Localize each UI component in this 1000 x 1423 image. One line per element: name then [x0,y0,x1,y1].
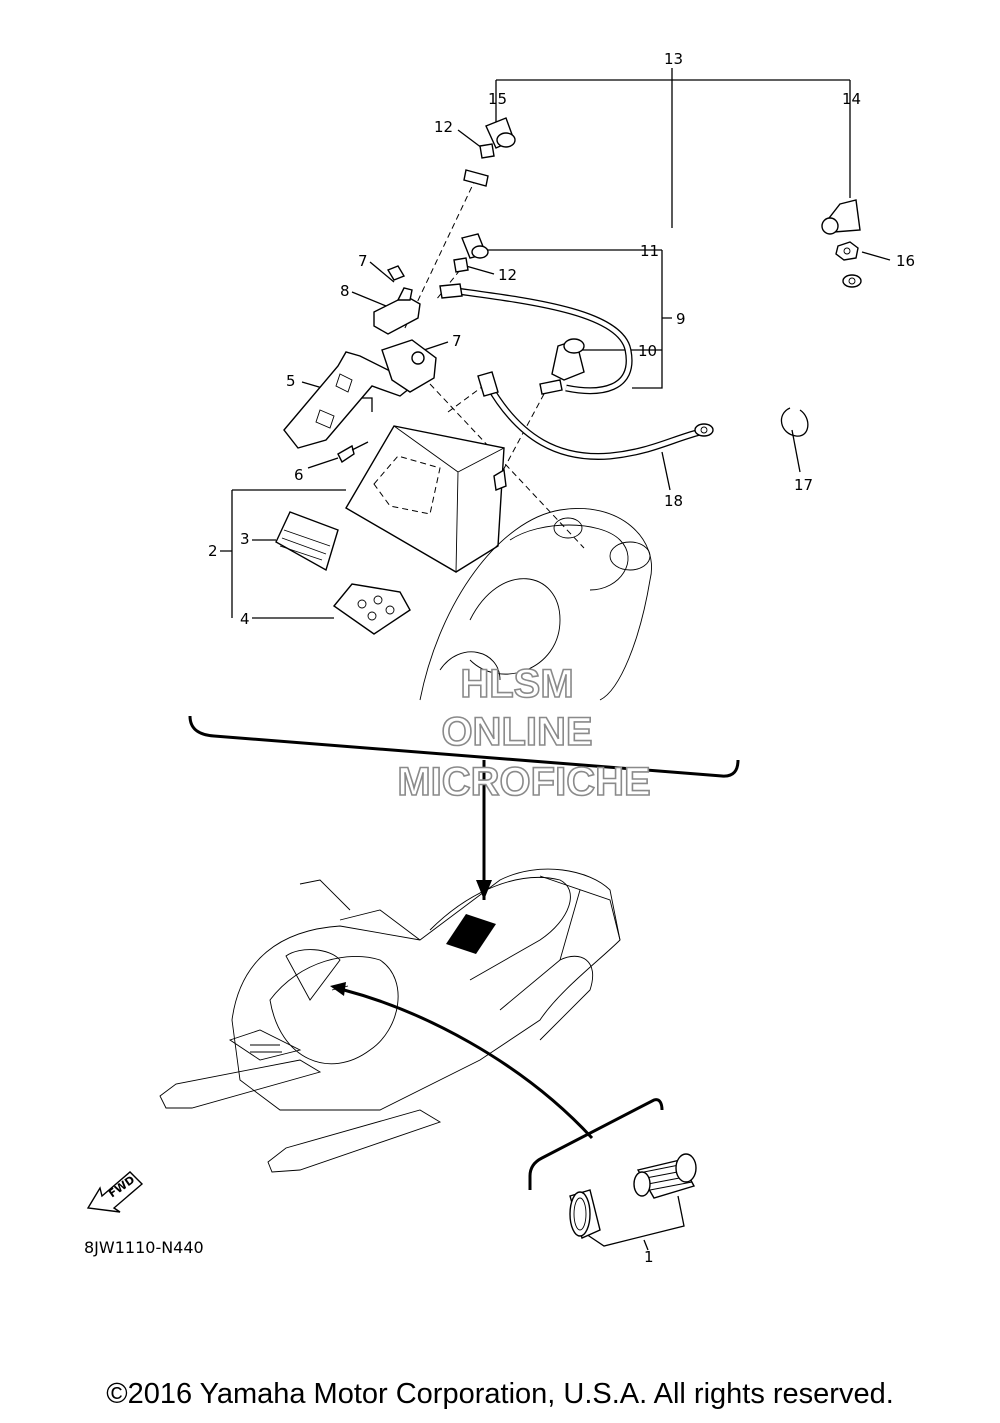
battery-2 [345,425,507,573]
callout-17: 17 [794,476,813,494]
battery-lead-9 [439,233,633,395]
snowmobile-illustration [159,868,621,1173]
callout-4: 4 [240,610,250,628]
nut-16 [835,241,859,261]
zoom-bracket-2 [528,1098,664,1190]
watermark-line1: HLSM [460,662,573,706]
callout-leaders [220,68,891,1251]
callout-2: 2 [208,542,218,560]
copyright-notice: ©2016 Yamaha Motor Corporation, U.S.A. A… [106,1378,894,1410]
callout-9: 9 [676,310,686,328]
screw-6 [337,441,369,464]
watermark-line2: ONLINE [441,710,592,754]
callout-numbers: 13 15 14 12 16 11 12 9 10 7 8 7 5 6 2 3 … [208,50,915,1266]
ground-cable-18 [477,371,714,460]
hardware-bag-4 [332,583,411,635]
callout-5: 5 [286,372,296,390]
callout-3: 3 [240,530,250,548]
warning-label-3 [275,511,339,572]
callout-7-lower: 7 [452,332,462,350]
callout-7-upper: 7 [358,252,368,270]
callout-6: 6 [294,466,304,484]
callout-8: 8 [340,282,350,300]
callout-18: 18 [664,492,683,510]
callout-11: 11 [640,242,659,260]
zoom-bracket [188,715,740,900]
watermark-line3: MICROFICHE [397,760,650,804]
clip-17 [780,407,809,437]
callout-12-second: 12 [498,266,517,284]
diagram-code: 8JW1110-N440 [84,1238,204,1257]
terminal-cover-15 [485,117,516,149]
callout-1: 1 [644,1248,654,1266]
callout-10: 10 [638,342,657,360]
watermark: HLSM ONLINE MICROFICHE [397,661,652,805]
nut-12-top [479,143,495,159]
fuse-holder-8 [373,265,421,335]
callout-12-top: 12 [434,118,453,136]
console-outline [419,508,652,701]
forward-arrow-icon: FWD [86,1171,144,1213]
callout-13: 13 [664,50,683,68]
terminal-cover-14 [821,199,861,235]
bracket-5 [283,339,437,449]
callout-14: 14 [842,90,861,108]
callout-15: 15 [488,90,507,108]
power-socket-1 [569,1153,697,1239]
callout-16: 16 [896,252,915,270]
positive-battery-cable [463,169,862,306]
